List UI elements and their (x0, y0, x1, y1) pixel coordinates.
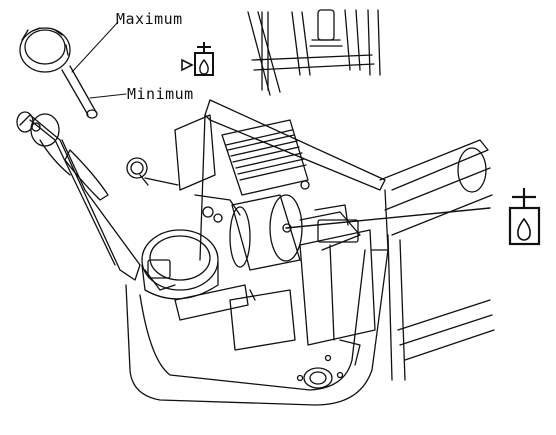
maximum-label: Maximum (116, 10, 183, 28)
chassis (125, 99, 389, 406)
minimum-label: Minimum (127, 85, 194, 103)
pump-motor (229, 194, 361, 271)
hydraulic-oil-level-icon (194, 42, 214, 76)
tiller-arm (16, 111, 141, 281)
forks (379, 139, 495, 381)
pointer-triangle-icon (181, 58, 194, 72)
oil-fill-pointer-line (285, 207, 491, 229)
drain-plug (296, 354, 344, 389)
level-leader-lines (71, 21, 127, 99)
electrical-box (174, 114, 310, 223)
reservoir-filler (126, 157, 179, 186)
filler-cap-dipstick (19, 27, 98, 119)
drive-unit (141, 229, 219, 300)
hydraulic-oil-level-icon (508, 188, 541, 246)
mast (247, 9, 381, 96)
